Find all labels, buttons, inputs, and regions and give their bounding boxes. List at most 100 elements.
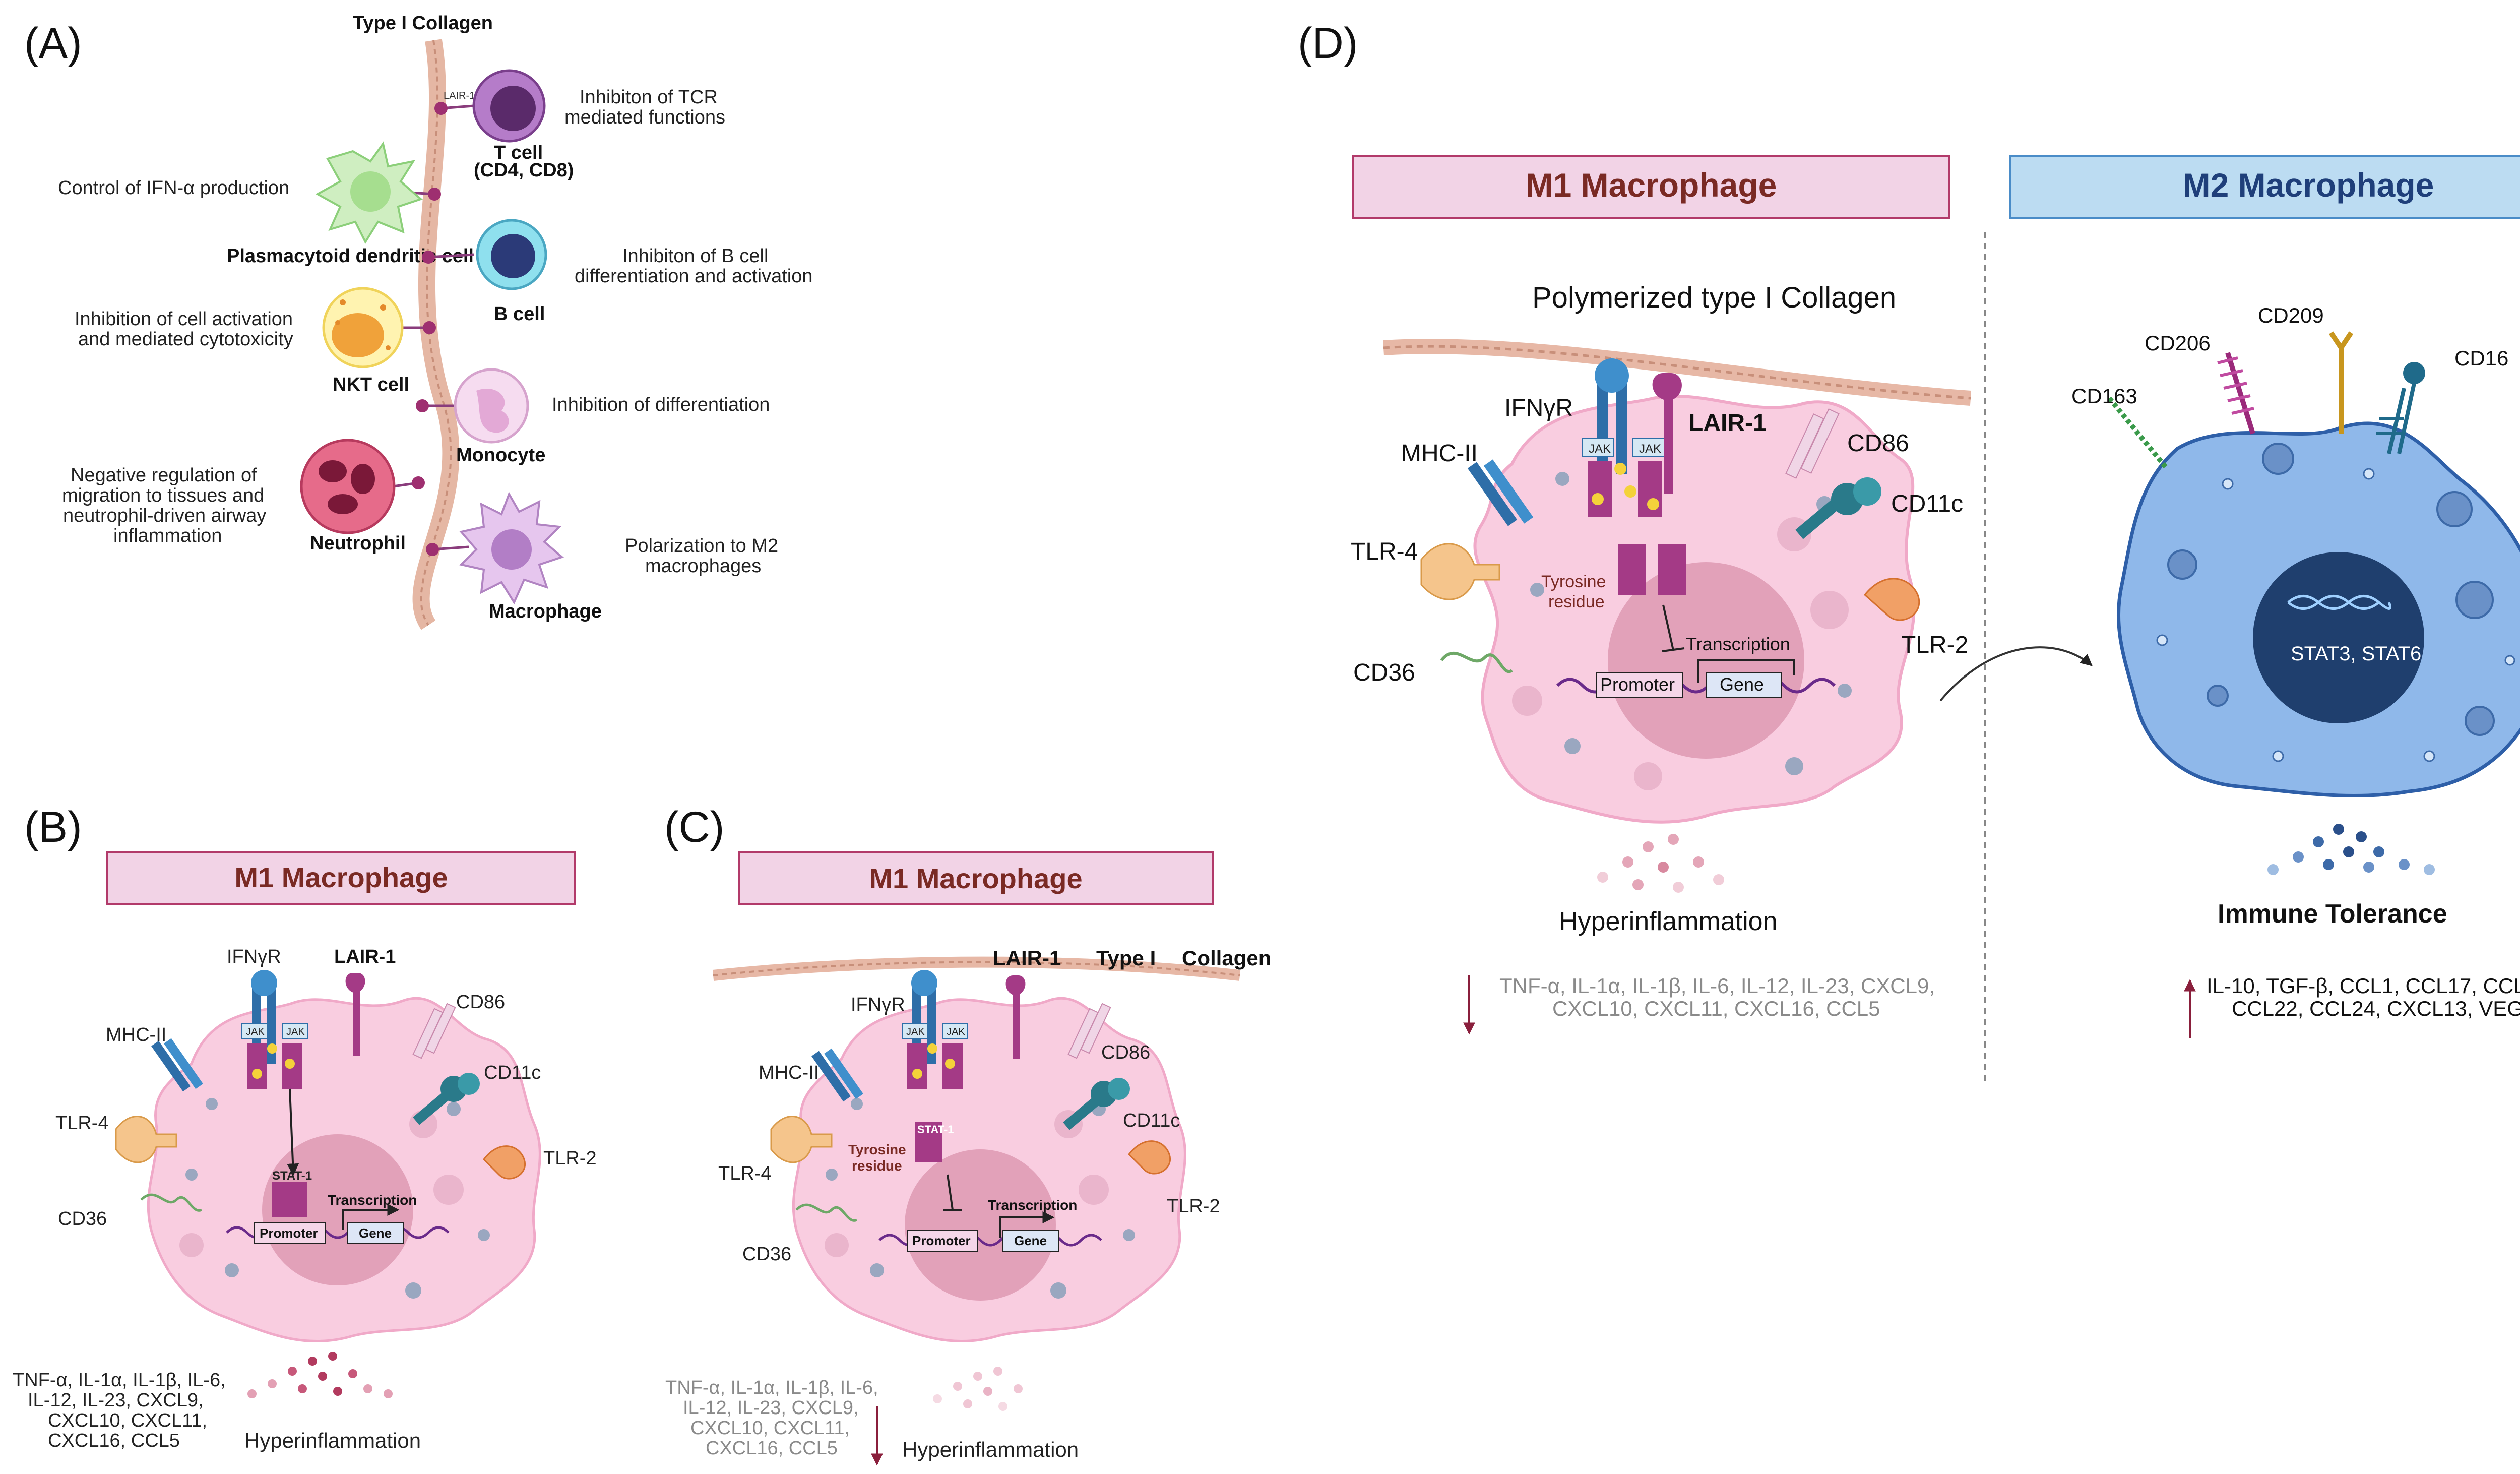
vacuole — [1810, 591, 1849, 629]
ifngr-label-d: IFNγR — [1504, 395, 1573, 421]
lair-1-label-d: LAIR-1 — [1688, 410, 1767, 437]
vesicle — [2504, 655, 2515, 666]
m1-header-b: M1 Macrophage — [234, 862, 448, 893]
nkt-effect-2: and mediated cytotoxicity — [78, 329, 293, 350]
macrophage-effect-1: Polarization to M2 — [625, 535, 778, 557]
lair-1-label-c: LAIR-1 — [993, 946, 1061, 970]
collagen-fiber-texture — [420, 40, 452, 626]
cytokines-b-4: CXCL16, CCL5 — [48, 1430, 180, 1451]
inhibition-line-c — [943, 1174, 962, 1211]
collagen-fiber-d — [1383, 339, 1972, 406]
m2-nucleus-label-d: STAT3, STAT6 — [2291, 643, 2421, 665]
outcome-c: Hyperinflammation — [902, 1438, 1079, 1461]
nucleus-b — [262, 1134, 413, 1285]
gene-label-b: Gene — [359, 1225, 392, 1241]
collagen-label-c-2: Collagen — [1182, 946, 1271, 970]
vacuole — [2465, 706, 2495, 736]
transcription-label-c: Transcription — [988, 1197, 1077, 1213]
neutrophil-effect-2: migration to tissues and — [62, 485, 264, 506]
panel-d-label: (D) — [1298, 19, 1358, 68]
vacuole — [2262, 443, 2294, 475]
nkt-effect-1: Inhibition of cell activation — [75, 309, 293, 330]
cd36-receptor-b — [140, 1193, 203, 1212]
vesicle — [1123, 1229, 1135, 1241]
vesicle — [851, 1098, 863, 1110]
tlr-2-label-d: TLR-2 — [1901, 632, 1968, 658]
ifngr-label-b: IFNγR — [227, 946, 281, 967]
signal-arrow-b — [287, 1088, 299, 1176]
cd36-receptor-d — [1440, 652, 1513, 673]
m1-header-c: M1 Macrophage — [869, 863, 1082, 894]
tyrosine-label-c-1: Tyrosine — [848, 1142, 906, 1157]
inhibition-line-d — [1662, 604, 1685, 652]
cd206-receptor — [2217, 352, 2255, 435]
gene-box-d — [1706, 672, 1782, 698]
vesicle — [1785, 757, 1803, 775]
cytokines-b-3: CXCL10, CXCL11, — [48, 1410, 207, 1431]
m1-cytokines-d-2: CXCL10, CXCL11, CXCL16, CCL5 — [1552, 997, 1880, 1020]
vesicle — [1050, 1282, 1066, 1299]
cd11c-receptor-b — [413, 1073, 480, 1125]
cd11c-label-d: CD11c — [1891, 490, 1963, 517]
promoter-box-b — [254, 1222, 326, 1244]
panel-b: (B) M1 Macrophage JAK JAK IFNγR — [13, 803, 597, 1452]
gene-label-c: Gene — [1014, 1233, 1047, 1248]
mhc-ii-label-b: MHC-II — [106, 1024, 166, 1046]
cd163-label: CD163 — [2071, 384, 2137, 408]
nkt-name: NKT cell — [333, 374, 409, 395]
tlr-2-receptor-c — [1128, 1140, 1171, 1175]
vacuole — [1512, 686, 1542, 716]
vacuole — [2207, 685, 2229, 707]
vesicle — [405, 1282, 421, 1299]
jak-label: JAK — [246, 1026, 265, 1037]
cd11c-receptor-d — [1795, 477, 1881, 539]
cd16-label: CD16 — [2454, 346, 2508, 370]
b-cell-effect-2: differentiation and activation — [575, 266, 813, 287]
ifngr-receptor-b: JAK JAK — [241, 970, 308, 1089]
cytokines-c-4: CXCL16, CCL5 — [706, 1438, 838, 1459]
receptor-tail-left-d — [1618, 544, 1646, 595]
vesicle — [870, 1263, 884, 1277]
pdc-effect-1: Control of IFN-α production — [58, 177, 289, 199]
vesicle — [478, 1229, 490, 1241]
cytokines-c-2: IL-12, IL-23, CXCL9, — [683, 1397, 859, 1419]
m2-cytokines-d-2: CCL22, CCL24, CXCL13, VEGF — [2232, 997, 2520, 1020]
mhc-ii-label-c: MHC-II — [759, 1062, 819, 1083]
cytokine-particles-d — [1597, 834, 1724, 893]
vesicle — [1530, 583, 1544, 597]
stat-1-label-b: STAT-1 — [272, 1169, 312, 1183]
cytokines-b-1: TNF-α, IL-1α, IL-1β, IL-6, — [13, 1370, 226, 1391]
tlr-4-label-d: TLR-4 — [1351, 538, 1418, 565]
mhc-ii-receptor-b — [151, 1038, 203, 1092]
promoter-label-c: Promoter — [912, 1233, 971, 1248]
vesicle — [2156, 634, 2168, 646]
jak-label: JAK — [947, 1026, 965, 1037]
tlr-4-label-c: TLR-4 — [718, 1163, 772, 1184]
cd11c-receptor-c — [1063, 1078, 1130, 1130]
panel-a-label: (A) — [24, 19, 82, 68]
t-cell-sub: (CD4, CD8) — [474, 160, 574, 181]
macrophage-name: Macrophage — [489, 601, 602, 622]
vesicle — [2363, 468, 2375, 480]
monocyte-name: Monocyte — [456, 445, 545, 466]
neutrophil-effect-3: neutrophil-driven airway — [63, 505, 266, 526]
lair-tag: LAIR-1 — [444, 90, 475, 101]
m1-header-box-b — [106, 851, 576, 905]
b-cell: B cell Inhibiton of B cell differentiati… — [422, 219, 813, 325]
nkt-cell: NKT cell Inhibition of cell activation a… — [75, 287, 436, 395]
m1-header-box-c — [738, 851, 1214, 905]
transcription-arrow-c — [999, 1211, 1055, 1238]
vesicle — [2222, 478, 2234, 490]
gene-label-d: Gene — [1720, 674, 1764, 695]
cd36-label-b: CD36 — [58, 1208, 107, 1230]
panel-d: (D) M1 Macrophage M2 Macrophage Polymeri… — [1298, 19, 2520, 1084]
tlr-2-receptor-b — [483, 1145, 526, 1180]
cytokines-c-3: CXCL10, CXCL11, — [690, 1418, 850, 1439]
cd11c-label-c: CD11c — [1123, 1110, 1180, 1131]
cytokines-b-2: IL-12, IL-23, CXCL9, — [28, 1390, 204, 1411]
b-cell-effect-1: Inhibiton of B cell — [622, 245, 768, 267]
vesicle — [225, 1263, 239, 1277]
cd11c-label-b: CD11c — [484, 1062, 541, 1083]
cd36-label-c: CD36 — [742, 1244, 791, 1265]
